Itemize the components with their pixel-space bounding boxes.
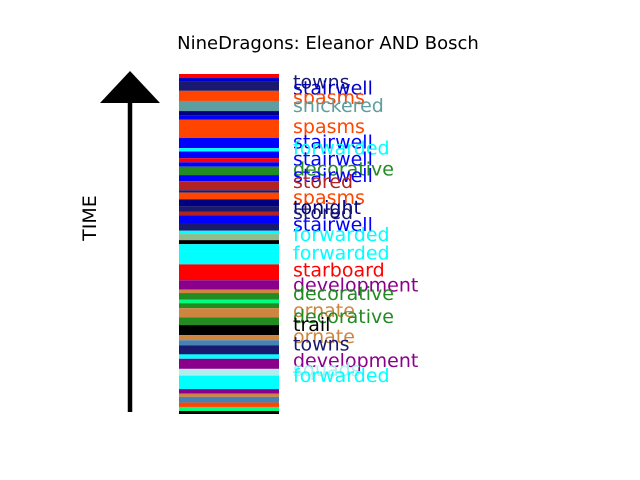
timeline-word-label: squads (293, 359, 361, 381)
timeline-word-label: tonight (293, 197, 361, 219)
timeline-stripe (179, 78, 279, 82)
timeline-stripe (179, 74, 279, 79)
timeline-word-label: stored (293, 202, 353, 224)
timeline-word-label: forwarded (293, 243, 390, 265)
timeline-stripe (179, 368, 279, 376)
timeline-stripe (179, 340, 279, 346)
timeline-stripe (179, 215, 279, 224)
timeline-word-label: stairwell (293, 131, 373, 153)
timeline-word-label: decorative (293, 158, 394, 180)
timeline-stripe (179, 345, 279, 355)
timeline-stripe (179, 206, 279, 212)
timeline-word-label: spasms (293, 116, 365, 138)
timeline-word-label: trail (293, 314, 330, 336)
timeline-stripe (179, 223, 279, 231)
timeline-word-label: development (293, 275, 418, 297)
timeline-stripe (179, 402, 279, 407)
timeline-word-label: ornate (293, 300, 355, 322)
timeline-stripe (179, 358, 279, 369)
timeline-stripe (179, 138, 279, 149)
time-arrow-head (100, 71, 160, 103)
timeline-word-label: stored (293, 171, 353, 193)
timeline-stripe (179, 192, 279, 200)
timeline-stripe (179, 251, 279, 265)
timeline-stripe (179, 308, 279, 318)
timeline-word-label: snickered (293, 95, 384, 117)
timeline-stripe (179, 393, 279, 397)
timeline-word-label: stairwell (293, 214, 373, 236)
timeline-word-label: towns (293, 71, 350, 93)
timeline-word-label: forwarded (293, 224, 390, 246)
timeline-stripe (179, 90, 279, 101)
timeline-word-label: starboard (293, 259, 385, 281)
timeline-stripe (179, 299, 279, 304)
timeline-stripes (179, 74, 279, 414)
timeline-stripe (179, 166, 279, 176)
timeline-stripe (179, 148, 279, 152)
timeline-stripe (179, 230, 279, 235)
timeline-word-label: development (293, 350, 418, 372)
timeline-stripe (179, 375, 279, 390)
timeline-stripe (179, 244, 279, 252)
timeline-word-label: stairwell (293, 77, 373, 99)
timeline-stripe (179, 389, 279, 394)
timeline-stripe (179, 162, 279, 167)
timeline-stripe (179, 199, 279, 207)
timeline-word-label: decorative (293, 283, 394, 305)
timeline-word-label: decorative (293, 306, 394, 328)
timeline-stripe (179, 264, 279, 281)
timeline-stripe (179, 151, 279, 159)
timeline-stripe (179, 119, 279, 139)
timeline-stripe (179, 406, 279, 411)
timeline-word-label: ornate (293, 326, 355, 348)
timeline-stripe (179, 211, 279, 216)
timeline-stripe (179, 111, 279, 116)
timeline-word-label: stairwell (293, 148, 373, 170)
timeline-stripe (179, 100, 279, 112)
timeline-word-label: stairwell (293, 165, 373, 187)
time-arrow (100, 71, 160, 412)
timeline-word-label: forwarded (293, 137, 390, 159)
timeline-word-label: forwarded (293, 365, 390, 387)
timeline-labels: townsstairwellspasmssnickeredspasmsstair… (293, 71, 418, 387)
timeline-stripe (179, 396, 279, 403)
timeline-word-label: spasms (293, 87, 365, 109)
timeline-stripe (179, 81, 279, 91)
timeline-stripe (179, 181, 279, 191)
timeline-word-label: spasms (293, 187, 365, 209)
timeline-stripe (179, 293, 279, 300)
chart-title: NineDragons: Eleanor AND Bosch (177, 33, 479, 54)
timeline-stripe (179, 234, 279, 241)
timeline-stripe (179, 190, 279, 193)
timeline-stripe (179, 289, 279, 294)
timeline-stripe (179, 240, 279, 245)
timeline-stripe (179, 411, 279, 414)
timeline-stripe (179, 280, 279, 290)
timeline-stripe (179, 115, 279, 120)
timeline-stripe (179, 354, 279, 359)
timeline-stripe (179, 325, 279, 336)
timeline-stripe (179, 158, 279, 163)
timeline-stripe (179, 175, 279, 182)
timeline-word-label: towns (293, 334, 350, 356)
timeline-stripe (179, 335, 279, 341)
timeline-stripe (179, 303, 279, 309)
timeline-stripe (179, 317, 279, 326)
y-axis-label: TIME (79, 195, 101, 242)
